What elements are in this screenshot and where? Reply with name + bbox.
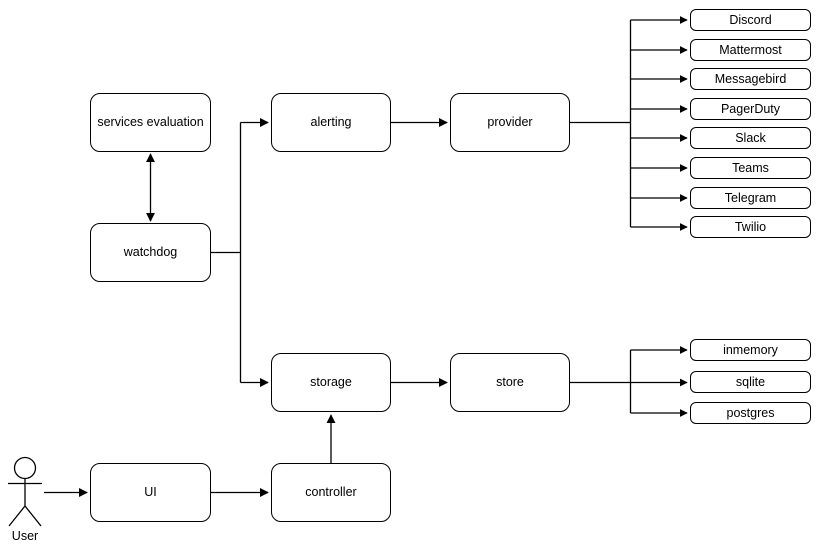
node-label: Mattermost <box>719 42 782 57</box>
node-mattermost[interactable]: Mattermost <box>690 39 811 61</box>
node-store[interactable]: store <box>450 353 570 412</box>
node-twilio[interactable]: Twilio <box>690 216 811 238</box>
node-label: alerting <box>310 115 352 130</box>
node-pagerduty[interactable]: PagerDuty <box>690 98 811 120</box>
user-actor-label: User <box>0 529 50 543</box>
node-label: storage <box>310 375 352 390</box>
node-sqlite[interactable]: sqlite <box>690 371 811 393</box>
node-provider[interactable]: provider <box>450 93 570 152</box>
node-label: Messagebird <box>714 71 787 86</box>
node-controller[interactable]: controller <box>271 463 391 522</box>
node-label: postgres <box>726 405 775 420</box>
user-actor-icon <box>8 456 42 527</box>
node-storage[interactable]: storage <box>271 353 391 412</box>
node-label: Twilio <box>734 219 767 234</box>
node-messagebird[interactable]: Messagebird <box>690 68 811 90</box>
node-postgres[interactable]: postgres <box>690 402 811 424</box>
node-label: provider <box>487 115 533 130</box>
node-inmemory[interactable]: inmemory <box>690 339 811 361</box>
node-alerting[interactable]: alerting <box>271 93 391 152</box>
user-actor-label-text: User <box>11 529 39 543</box>
node-label: PagerDuty <box>720 101 781 116</box>
node-telegram[interactable]: Telegram <box>690 187 811 209</box>
node-watchdog[interactable]: watchdog <box>90 223 211 282</box>
node-label: Telegram <box>724 190 777 205</box>
node-label: Teams <box>732 160 769 175</box>
node-label: UI <box>144 485 157 500</box>
node-discord[interactable]: Discord <box>690 9 811 31</box>
node-slack[interactable]: Slack <box>690 127 811 149</box>
node-label: sqlite <box>735 374 766 389</box>
node-label: watchdog <box>123 245 178 260</box>
node-label: controller <box>305 485 357 500</box>
node-teams[interactable]: Teams <box>690 157 811 179</box>
node-label: inmemory <box>723 342 778 357</box>
node-label: Slack <box>735 130 766 145</box>
node-services-evaluation[interactable]: services evaluation <box>90 93 211 152</box>
node-ui[interactable]: UI <box>90 463 211 522</box>
node-label: store <box>496 375 524 390</box>
node-label: Discord <box>729 12 772 27</box>
node-label: services evaluation <box>97 115 204 130</box>
